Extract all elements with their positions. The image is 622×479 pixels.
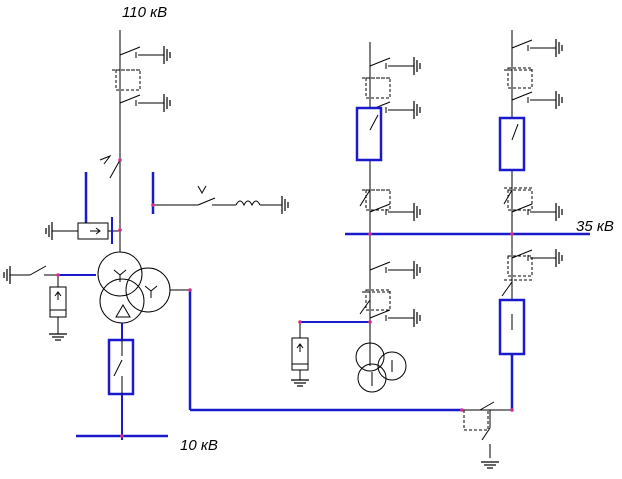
label-110kv: 110 кВ <box>122 4 168 21</box>
label-35kv: 35 кВ <box>576 218 614 235</box>
connection-nodes <box>56 158 514 438</box>
hv-transformer-bay <box>3 30 462 440</box>
label-10kv: 10 кВ <box>180 437 218 454</box>
mv-bay-left <box>290 42 420 393</box>
mv-bay-right <box>462 30 562 469</box>
